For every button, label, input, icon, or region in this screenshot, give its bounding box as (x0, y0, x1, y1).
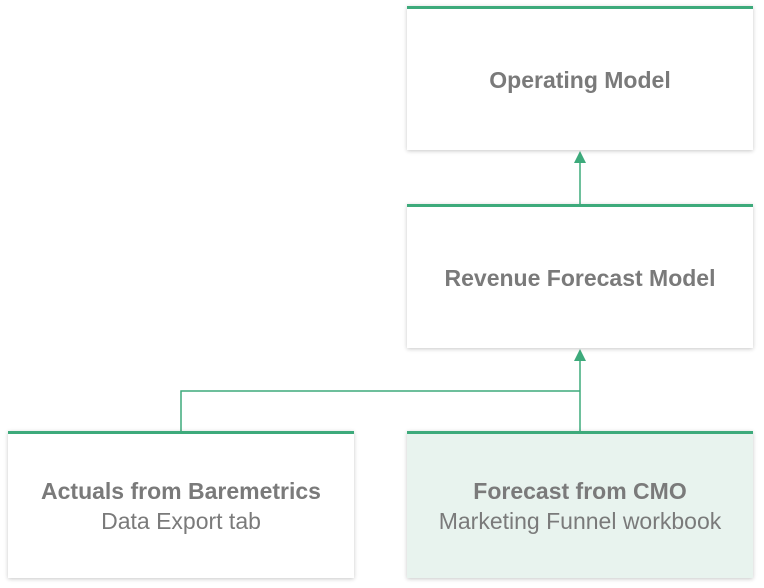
forecast-cmo-title: Forecast from CMO (473, 478, 687, 504)
connector-actuals-to-revenue (180, 390, 580, 433)
forecast-cmo-node: Forecast from CMO Marketing Funnel workb… (407, 431, 753, 578)
actuals-node: Actuals from Baremetrics Data Export tab (8, 431, 354, 578)
arrowhead-operating-icon (574, 151, 586, 163)
revenue-forecast-model-title: Revenue Forecast Model (444, 264, 716, 291)
actuals-title: Actuals from Baremetrics (41, 478, 321, 504)
operating-model-node: Operating Model (407, 6, 753, 150)
revenue-forecast-model-node: Revenue Forecast Model (407, 204, 753, 348)
arrowhead-revenue-icon (574, 349, 586, 361)
actuals-subtitle: Data Export tab (101, 508, 261, 534)
forecast-cmo-subtitle: Marketing Funnel workbook (438, 508, 722, 534)
operating-model-title: Operating Model (489, 66, 671, 93)
